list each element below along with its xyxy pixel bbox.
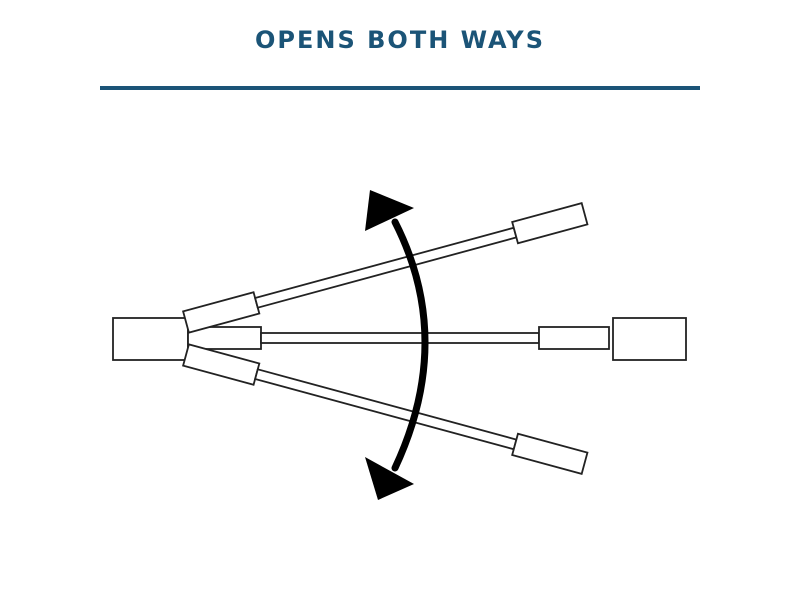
- double-headed-curved-arrow-icon: [365, 190, 429, 500]
- arrow-head-bottom: [365, 457, 414, 500]
- page-title: OPENS BOTH WAYS: [255, 26, 545, 54]
- stop-block: [612, 317, 687, 361]
- arm-lower-position: [182, 343, 589, 476]
- hinge-block: [112, 317, 189, 361]
- title-divider: [100, 86, 700, 90]
- arm-center-position: [187, 326, 610, 350]
- arm-upper-position: [182, 201, 589, 334]
- arrow-head-top: [365, 190, 414, 231]
